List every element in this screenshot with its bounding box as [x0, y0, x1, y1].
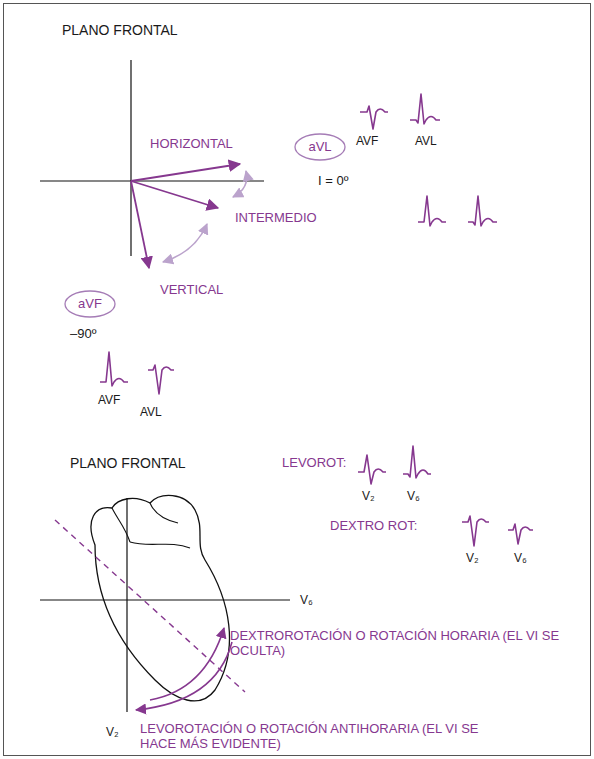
- plane-title: PLANO FRONTAL: [70, 455, 186, 471]
- rotation-arrow: [136, 642, 232, 710]
- ecg-complex: [410, 94, 440, 124]
- lead-name: aVF: [78, 296, 102, 312]
- heart-outline: [91, 495, 229, 700]
- axis-line: [40, 180, 264, 181]
- ecg-complex: [358, 455, 386, 484]
- heart-vessel: [150, 503, 178, 523]
- axis-type: INTERMEDIO: [235, 210, 317, 226]
- axis-line: [126, 498, 127, 712]
- lead-name: AVL: [415, 133, 437, 149]
- rotation-arrow: [233, 171, 247, 197]
- rotation-note: DEXTROROTACIÓN O ROTACIÓN HORARIA (EL VI…: [230, 628, 585, 658]
- axis-line: [40, 599, 290, 600]
- frame-border: [4, 4, 591, 756]
- lead-name: V₂: [466, 550, 479, 566]
- heart-axis: [55, 520, 245, 692]
- axis-type: HORIZONTAL: [150, 136, 233, 152]
- lead-name: AVF: [356, 133, 378, 149]
- lead-name: V₂: [106, 724, 119, 740]
- angle-label: –90º: [70, 326, 96, 342]
- heart-groove: [130, 542, 190, 548]
- rotation-type: DEXTRO ROT:: [330, 518, 417, 534]
- lead-name: AVF: [98, 392, 120, 408]
- ecg-complex: [403, 446, 431, 478]
- lead-ellipse: aVF: [64, 290, 116, 318]
- rotation-type: LEVOROT:: [282, 455, 346, 471]
- angle-label: I = 0º: [318, 173, 348, 189]
- lead-name: V₆: [300, 592, 313, 608]
- ecg-complex: [360, 106, 388, 129]
- rotation-note: LEVOROTACIÓN O ROTACIÓN ANTIHORARIA (EL …: [140, 721, 480, 751]
- ecg-complex: [508, 524, 533, 544]
- ecg-complex: [462, 516, 489, 546]
- lead-name: V₆: [514, 550, 527, 566]
- ecg-complex: [418, 196, 446, 226]
- lead-name: V₆: [407, 488, 420, 504]
- ecg-complex: [468, 196, 497, 226]
- lead-ellipse: aVL: [294, 133, 346, 161]
- lead-name: V₂: [362, 488, 375, 504]
- ellipse-outline: [295, 134, 345, 160]
- rotation-arrow: [150, 628, 224, 700]
- lead-name: AVL: [140, 404, 162, 420]
- axis-line: [130, 60, 131, 256]
- ecg-complex: [148, 365, 174, 394]
- rotation-arrow: [163, 224, 207, 262]
- axis-arrow: [131, 181, 218, 208]
- axis-arrow: [131, 181, 149, 268]
- axis-type: VERTICAL: [160, 282, 223, 298]
- lead-name: aVL: [308, 139, 331, 155]
- ellipse-outline: [65, 291, 115, 317]
- axis-arrow: [131, 164, 240, 181]
- plane-title: PLANO FRONTAL: [62, 22, 178, 38]
- ecg-complex: [100, 352, 128, 386]
